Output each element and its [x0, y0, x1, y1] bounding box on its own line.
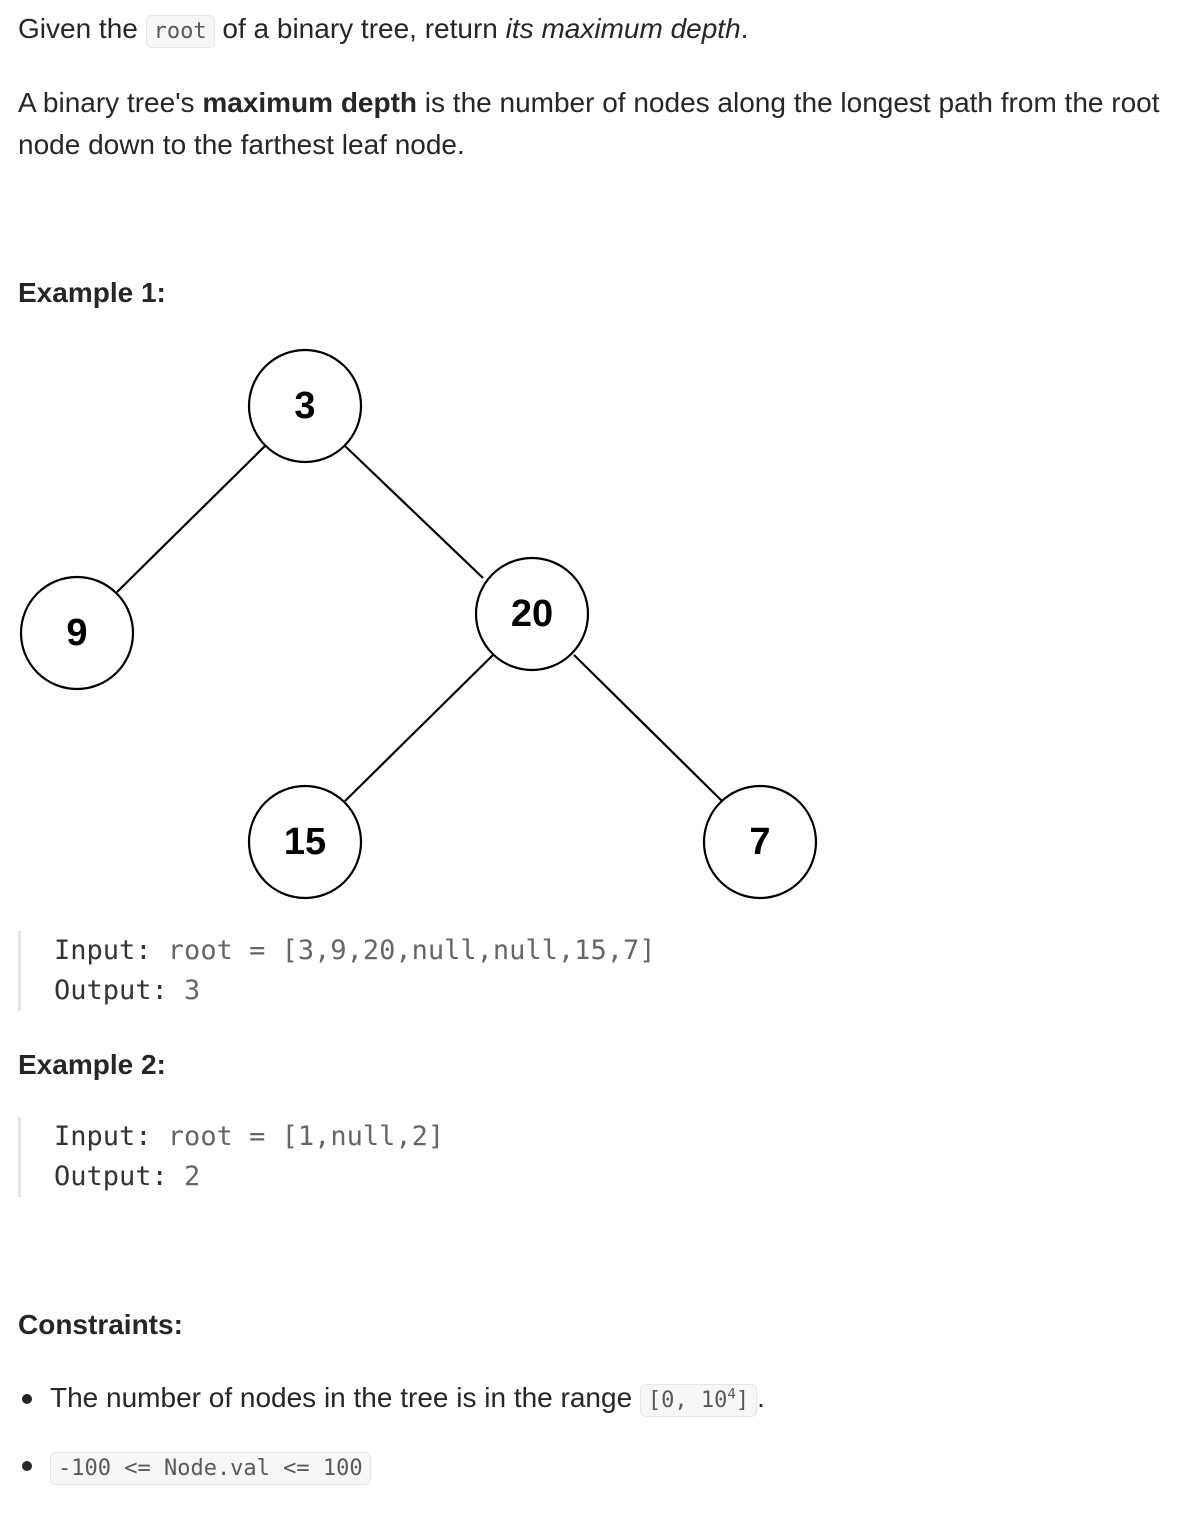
- tree-node-15: [247, 784, 363, 900]
- tree-edge-3-9: [116, 445, 266, 593]
- tree-node-20: [474, 556, 590, 672]
- tree-node-label: 9: [66, 612, 87, 654]
- constraint-item-node-val: -100 <= Node.val <= 100: [50, 1446, 371, 1489]
- tree-edge-3-20: [344, 445, 484, 579]
- problem-intro: Given the root of a binary tree, return …: [18, 8, 1178, 53]
- binary-tree-diagram: 3 9 20 15 7: [19, 348, 818, 900]
- inline-code-root: root: [145, 15, 215, 48]
- inline-code-node-val: -100 <= Node.val <= 100: [50, 1452, 371, 1485]
- example-1-input: Input: root = [3,9,20,null,null,15,7]: [54, 935, 656, 966]
- tree-node-label: 7: [749, 821, 770, 863]
- emphasis-text: its maximum depth: [505, 13, 741, 44]
- bullet-dot: [22, 1461, 32, 1471]
- example-2-output: Output: 2: [54, 1161, 201, 1192]
- tree-node-label: 3: [294, 385, 315, 427]
- tree-node-7: [702, 784, 818, 900]
- bullet-dot: [22, 1394, 32, 1404]
- example-2-block: Input: root = [1,null,2] Output: 2: [18, 1117, 444, 1197]
- tree-node-9: [19, 575, 135, 691]
- tree-node-label: 15: [284, 821, 326, 863]
- example-1-heading: Example 1:: [18, 277, 166, 308]
- tree-edge-20-7: [573, 654, 723, 802]
- example-1-block: Input: root = [3,9,20,null,null,15,7] Ou…: [18, 931, 655, 1011]
- example-1-output: Output: 3: [54, 975, 201, 1006]
- tree-edge-20-15: [344, 654, 494, 802]
- constraints-heading: Constraints:: [18, 1309, 183, 1340]
- inline-code-range: [0, 104]: [639, 1384, 758, 1417]
- tree-node-3: [247, 348, 363, 464]
- example-2-heading: Example 2:: [18, 1049, 166, 1080]
- tree-node-label: 20: [511, 593, 553, 635]
- example-2-input: Input: root = [1,null,2]: [54, 1121, 445, 1152]
- constraint-item-node-count: The number of nodes in the tree is in th…: [50, 1378, 765, 1421]
- problem-definition: A binary tree's maximum depth is the num…: [18, 87, 1160, 160]
- bold-term: maximum depth: [202, 87, 418, 118]
